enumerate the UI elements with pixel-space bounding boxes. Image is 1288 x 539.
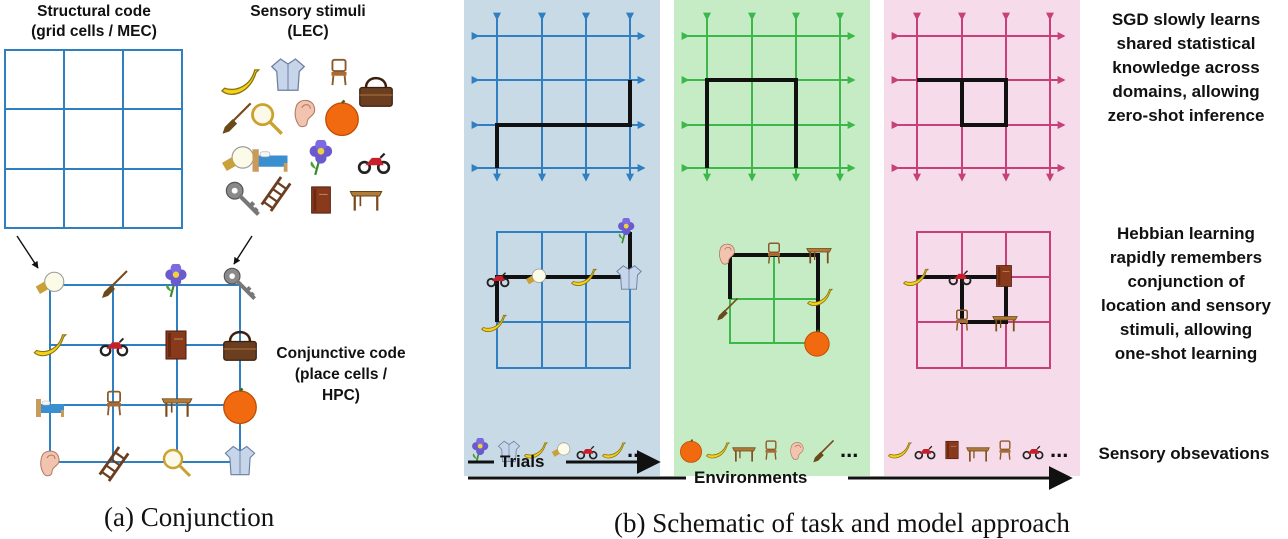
conjunctive-code-line-1: Conjunctive code [276,345,406,362]
orange-icon [324,99,360,137]
broom-icon [221,102,252,135]
book-icon [945,440,959,460]
pink-path [917,78,1008,127]
basket-icon [358,76,394,108]
caption-a: (a) Conjunction [104,502,275,532]
sgd-line-1: SGD slowly learns [1111,10,1261,29]
hebb-line-1: Hebbian learning [1117,224,1255,243]
table-icon [349,190,383,212]
structural-code-title: Structural code [37,3,151,20]
hebb-line-6: one-shot learning [1114,344,1258,363]
blue-memory-path [495,232,632,322]
sgd-line-2: shared statistical [1116,34,1256,53]
shirt-icon [271,58,305,91]
flower-icon [308,140,334,176]
sensory-stimuli-cloud [221,58,394,214]
book-icon [996,265,1012,287]
conjunctive-code-line-2: (place cells / [294,366,388,383]
banana-icon [221,69,260,96]
trials-label: Trials [500,452,545,471]
pink-memory-path [917,275,1008,324]
flower-icon [164,264,188,298]
ear-icon [40,450,60,477]
ellipsis-blue: ... [627,437,646,462]
chair-icon [330,58,348,87]
ladder-icon [260,176,292,212]
sgd-line-3: knowledge across [1112,58,1260,77]
key-icon [226,182,258,214]
hebb-line-4: location and sensory [1100,296,1272,315]
arrow-sensory-to-conj [233,235,253,265]
conjunctive-code-grid [49,284,241,463]
book-icon [311,186,331,214]
hebb-line-2: rapidly remembers [1109,248,1263,267]
sensory-stimuli-title: Sensory stimuli [250,3,366,20]
blue-path [495,80,632,168]
motorbike-icon [357,152,391,175]
hebb-line-5: stimuli, allowing [1119,320,1253,339]
green-path [705,78,798,168]
hebbian-description: Hebbian learning rapidly remembers conju… [1086,222,1286,366]
magnifier-icon [250,102,284,136]
lightbulb-icon [221,146,255,172]
conjunctive-stimuli [33,264,258,483]
ear-icon [294,99,316,128]
ladder-icon [98,445,130,483]
hebb-line-3: conjunction of [1127,272,1245,291]
environments-label: Environments [694,468,808,487]
sgd-line-5: zero-shot inference [1107,106,1265,125]
structural-code-subtitle: (grid cells / MEC) [31,23,157,40]
structural-code-label: Structural code (grid cells / MEC) [0,2,188,42]
caption-b: (b) Schematic of task and model approach [614,508,1070,538]
sgd-line-4: domains, allowing [1112,82,1260,101]
sensory-stimuli-label: Sensory stimuli (LEC) [218,2,398,42]
structural-code-grid [4,49,183,229]
ellipsis-pink: ... [1050,437,1069,462]
lightbulb-icon [35,271,65,295]
ellipsis-green: ... [840,437,859,462]
shirt-icon [224,445,256,476]
conjunctive-code-label: Conjunctive code (place cells / HPC) [252,343,430,406]
sgd-description: SGD slowly learns shared statistical kno… [1086,8,1286,128]
book-icon [165,330,187,360]
sensory-observations-label: Sensory obsevations [1098,444,1270,463]
bed-icon [251,148,289,173]
arrow-structural-to-conj [16,235,39,269]
sensory-stimuli-subtitle: (LEC) [287,23,329,40]
conjunctive-code-line-3: HPC) [322,387,360,404]
